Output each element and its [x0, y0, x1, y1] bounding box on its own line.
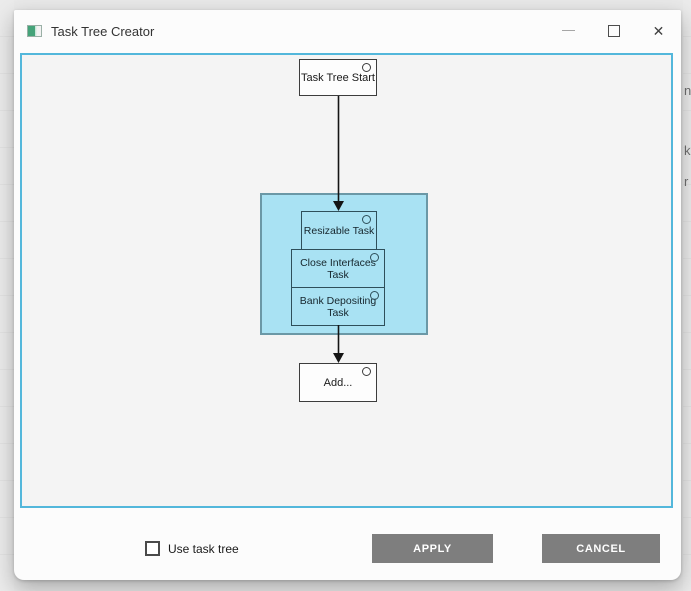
background-text-fragment: r — [684, 175, 689, 188]
task-group-container[interactable]: Resizable Task Close Interfaces Task Ban… — [260, 193, 428, 335]
background-text-fragment: n — [684, 84, 691, 97]
node-port-circle[interactable] — [362, 215, 371, 224]
node-label: Bank Depositing Task — [299, 294, 377, 319]
close-button[interactable]: ✕ — [636, 10, 681, 52]
title-bar: Task Tree Creator — ✕ — [14, 10, 681, 52]
use-task-tree-label[interactable]: Use task tree — [168, 541, 239, 556]
node-label: Close Interfaces Task — [300, 256, 376, 281]
node-add-task[interactable]: Add... — [299, 363, 377, 402]
use-task-tree-row: Use task tree — [145, 540, 239, 557]
background-window-right-strip — [683, 0, 691, 591]
node-port-circle[interactable] — [362, 367, 371, 376]
node-label: Add... — [323, 376, 353, 389]
node-bank-depositing-task[interactable]: Bank Depositing Task — [291, 287, 385, 326]
node-port-circle[interactable] — [370, 291, 379, 300]
task-tree-canvas[interactable]: Task Tree Start Resizable Task Close Int… — [20, 53, 673, 508]
task-tree-creator-dialog: Task Tree Creator — ✕ Task Tree — [14, 10, 681, 580]
use-task-tree-checkbox[interactable] — [145, 541, 160, 556]
close-icon: ✕ — [652, 22, 665, 39]
node-label: Resizable Task — [303, 224, 375, 237]
window-title: Task Tree Creator — [51, 23, 155, 39]
apply-button[interactable]: APPLY — [372, 534, 493, 563]
app-icon — [27, 25, 42, 37]
node-port-circle[interactable] — [370, 253, 379, 262]
minimize-icon: — — [562, 21, 575, 37]
minimize-button[interactable]: — — [546, 10, 591, 52]
maximize-button[interactable] — [591, 10, 636, 52]
cancel-button[interactable]: CANCEL — [542, 534, 660, 563]
node-port-circle[interactable] — [362, 63, 371, 72]
window-controls: — ✕ — [546, 10, 681, 52]
maximize-icon — [607, 25, 620, 37]
node-label: Task Tree Start — [301, 71, 375, 84]
background-text-fragment: k — [684, 144, 691, 157]
node-close-interfaces-task[interactable]: Close Interfaces Task — [291, 249, 385, 288]
node-resizable-task[interactable]: Resizable Task — [301, 211, 377, 250]
canvas-surface: Task Tree Start Resizable Task Close Int… — [22, 55, 671, 506]
background-window-left-strip — [0, 0, 14, 591]
node-task-tree-start[interactable]: Task Tree Start — [299, 59, 377, 96]
